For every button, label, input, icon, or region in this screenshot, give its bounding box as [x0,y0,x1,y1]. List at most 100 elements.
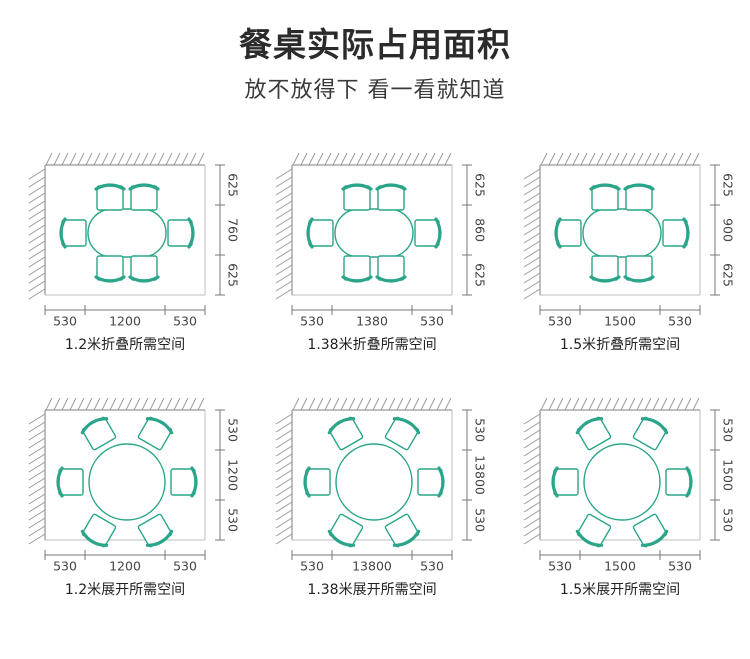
chair-back [327,529,356,547]
wall-hatch [316,397,324,411]
wall-hatch [45,397,53,411]
dimension-label-bottom: 530 [53,314,77,329]
wall-hatch [109,152,117,166]
wall-hatch [109,397,117,411]
chair-back [589,275,621,283]
wall-hatch [620,152,628,166]
wall-hatch [660,397,668,411]
wall-hatch [644,397,652,411]
chair-icon [375,183,407,211]
wall-hatch [28,477,46,489]
wall-hatch [28,421,46,433]
wall-hatch [316,152,324,166]
wall-hatch [133,397,141,411]
wall-hatch [28,184,46,196]
wall-hatch [548,397,556,411]
wall-hatch [275,240,293,252]
wall-hatch [523,264,541,276]
wall-hatch [275,413,293,425]
chair-icon [589,255,621,283]
wall-hatch [332,397,340,411]
wall-hatch [596,397,604,411]
wall-hatch [612,397,620,411]
table-round [335,443,413,521]
wall-hatch [412,152,420,166]
wall-hatch [292,152,300,166]
chair-back [59,217,67,249]
chair-seat [167,219,193,247]
chair-icon [632,416,669,451]
wall-hatch [668,397,676,411]
chair-icon [327,416,364,451]
wall-hatch [523,200,541,212]
wall-hatch [275,533,293,545]
wall-hatch [652,152,660,166]
chair-back [306,217,314,249]
wall-hatch [388,152,396,166]
dimension-label-bottom: 530 [53,559,77,574]
wall-hatch [660,152,668,166]
wall-hatch [580,152,588,166]
dimension-label-right: 625 [721,173,736,197]
wall-hatch [540,152,548,166]
chair-seat [130,185,158,211]
chair-back [94,275,126,283]
wall-hatch [523,288,541,300]
wall-hatch [523,501,541,513]
chair-back [190,466,198,498]
wall-hatch [28,469,46,481]
wall-hatch [181,397,189,411]
chair-seat [308,219,334,247]
chair-icon [94,255,126,283]
wall-hatch [133,152,141,166]
dimension-label-right: 625 [473,263,488,287]
wall-hatch [572,397,580,411]
wall-hatch [77,397,85,411]
wall-hatch [556,152,564,166]
chair-seat [96,185,124,211]
wall-hatch [420,397,428,411]
wall-hatch [28,429,46,441]
wall-hatch [28,280,46,292]
chair-seat [384,416,420,451]
wall-hatch [125,152,133,166]
chair-back [640,529,669,547]
chair-icon [575,416,612,451]
dimension-label-right: 1200 [226,459,241,491]
wall-hatch [652,397,660,411]
wall-hatch [69,397,77,411]
wall-hatch [53,152,61,166]
wall-hatch [308,397,316,411]
wall-hatch [28,208,46,220]
wall-hatch [275,224,293,236]
chair-back [589,183,621,191]
wall-hatch [275,429,293,441]
wall-hatch [275,469,293,481]
dimension-label-bottom: 530 [548,314,572,329]
wall-hatch [165,397,173,411]
wall-hatch [101,152,109,166]
chair-seat [377,185,405,211]
wall-hatch [157,152,165,166]
wall-hatch [404,397,412,411]
wall-hatch [636,152,644,166]
wall-hatch [523,413,541,425]
wall-hatch [644,152,652,166]
wall-hatch [684,397,692,411]
wall-hatch [77,152,85,166]
wall-hatch [348,397,356,411]
wall-hatch [380,152,388,166]
chair-back [94,183,126,191]
chair-icon [662,217,690,249]
chair-icon [128,183,160,211]
wall-hatch [588,152,596,166]
wall-hatch [404,152,412,166]
wall-hatch [556,397,564,411]
chair-seat [328,513,364,548]
chair-back [575,417,604,435]
dimension-label-bottom: 530 [668,314,692,329]
wall-hatch [356,397,364,411]
wall-hatch [28,224,46,236]
wall-hatch [523,429,541,441]
